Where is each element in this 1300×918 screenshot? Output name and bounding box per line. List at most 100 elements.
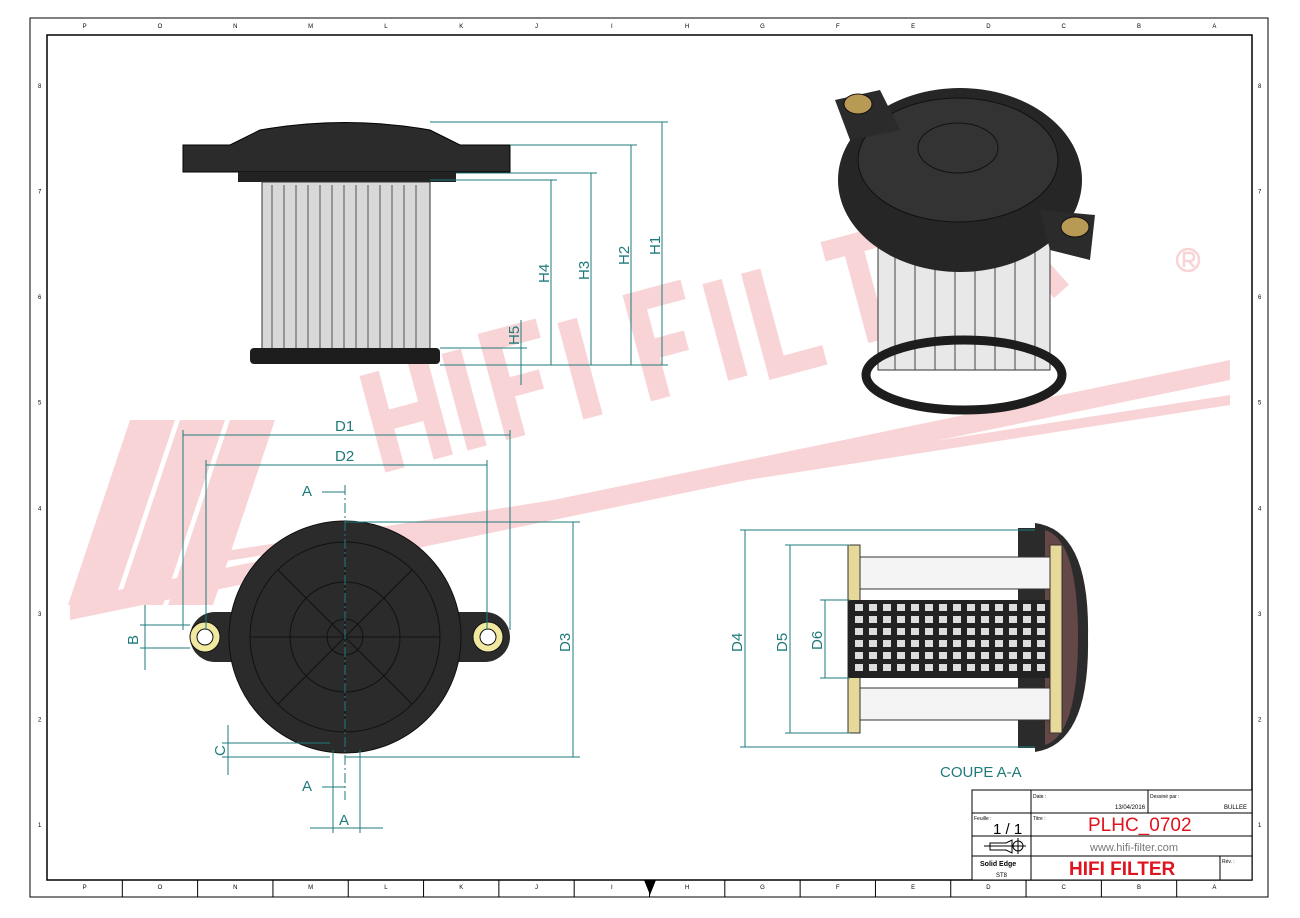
software-version: ST8 — [996, 873, 1008, 879]
row-label: 2 — [1258, 718, 1262, 724]
perforation — [897, 628, 905, 635]
row-label: 7 — [1258, 189, 1262, 195]
perforation — [869, 664, 877, 671]
perforation — [967, 616, 975, 623]
column-label: A — [1212, 24, 1216, 30]
perforation — [1023, 640, 1031, 647]
column-label: C — [1062, 24, 1067, 30]
dim-h5: H5 — [506, 326, 523, 345]
perforation — [1023, 616, 1031, 623]
projection-symbol-icon — [984, 838, 1026, 854]
perforation — [869, 616, 877, 623]
perforation — [911, 652, 919, 659]
perforation — [953, 664, 961, 671]
date-value: 13/04/2016 — [1115, 805, 1146, 811]
column-label: N — [233, 885, 237, 891]
perforation — [869, 640, 877, 647]
perforation — [883, 664, 891, 671]
title-label: Titre : — [1033, 816, 1046, 822]
row-label: 5 — [1258, 401, 1262, 407]
dim-d3: D3 — [557, 633, 574, 652]
column-label: H — [685, 885, 689, 891]
column-label: L — [384, 885, 388, 891]
watermark-lettering — [359, 189, 1069, 473]
column-label: O — [158, 24, 163, 30]
title-block — [971, 789, 1253, 881]
perforation — [869, 628, 877, 635]
perforation — [1037, 628, 1045, 635]
column-label: B — [1137, 24, 1141, 30]
side-view-dimensions — [430, 121, 668, 385]
perforation — [981, 616, 989, 623]
perforation — [1023, 604, 1031, 611]
side-view — [182, 122, 511, 364]
perforation — [995, 652, 1003, 659]
perforation — [911, 640, 919, 647]
column-label: J — [535, 24, 538, 30]
perforation — [897, 664, 905, 671]
column-label: M — [308, 885, 313, 891]
rev-label: Rév. : — [1222, 859, 1235, 865]
dim-d1: D1 — [335, 418, 354, 435]
column-label: E — [911, 24, 915, 30]
perforation — [855, 664, 863, 671]
perforation — [1037, 664, 1045, 671]
perforation — [1037, 616, 1045, 623]
row-label: 8 — [38, 84, 42, 90]
perforation — [855, 628, 863, 635]
perforation — [939, 640, 947, 647]
title-value: PLHC_0702 — [1088, 815, 1192, 836]
perforation — [1009, 640, 1017, 647]
perforation — [869, 652, 877, 659]
column-label: H — [685, 24, 689, 30]
perforation — [939, 616, 947, 623]
dim-d2: D2 — [335, 448, 354, 465]
perforation — [925, 640, 933, 647]
row-label: 4 — [38, 506, 42, 512]
dim-h3: H3 — [576, 261, 593, 280]
perforation — [883, 652, 891, 659]
column-label: P — [83, 885, 87, 891]
section-view — [847, 523, 1089, 752]
column-label: K — [459, 885, 463, 891]
perforation — [1009, 664, 1017, 671]
column-label: K — [459, 24, 463, 30]
perforation — [1023, 652, 1031, 659]
perforation — [855, 616, 863, 623]
row-label: 3 — [1258, 612, 1262, 618]
row-label: 7 — [38, 189, 42, 195]
perforation — [1009, 652, 1017, 659]
perforation — [855, 652, 863, 659]
company-name: HIFI FILTER — [1069, 859, 1176, 880]
perforation — [967, 652, 975, 659]
dim-h4: H4 — [536, 264, 553, 283]
perforation — [939, 664, 947, 671]
dim-d5: D5 — [774, 633, 791, 652]
row-label: 6 — [38, 295, 42, 301]
column-label: I — [611, 885, 613, 891]
column-label: O — [158, 885, 163, 891]
dim-h2: H2 — [616, 246, 633, 265]
perforation — [981, 640, 989, 647]
section-mark-bottom: A — [302, 778, 312, 795]
isometric-view — [835, 88, 1095, 415]
column-label: G — [760, 885, 765, 891]
row-label: 6 — [1258, 295, 1262, 301]
perforation — [855, 640, 863, 647]
perforation — [883, 616, 891, 623]
perforation — [911, 616, 919, 623]
perforation — [1023, 664, 1031, 671]
perforation — [967, 640, 975, 647]
row-label: 2 — [38, 718, 42, 724]
column-label: D — [986, 24, 991, 30]
perforation — [1009, 616, 1017, 623]
section-dimensions — [740, 529, 1035, 748]
dim-d6: D6 — [809, 631, 826, 650]
perforation — [925, 604, 933, 611]
perforation — [939, 604, 947, 611]
date-label: Date : — [1033, 794, 1046, 800]
row-label: 3 — [38, 612, 42, 618]
perforation — [967, 604, 975, 611]
dim-b: B — [125, 635, 142, 645]
perforation — [939, 652, 947, 659]
